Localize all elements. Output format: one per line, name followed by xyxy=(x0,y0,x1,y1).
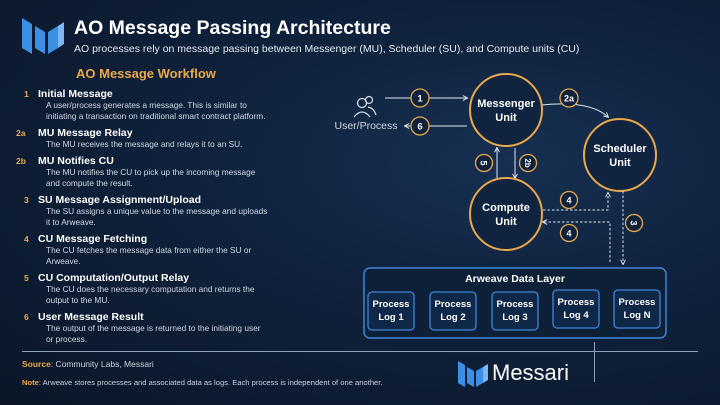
label-circle-6 xyxy=(410,116,430,136)
page-subtitle: AO processes rely on message passing bet… xyxy=(74,43,580,55)
step-desc-line: The output of the message is returned to… xyxy=(46,323,261,333)
arrow-label-2b: 2b xyxy=(523,158,532,167)
step-desc-line: Arweave. xyxy=(46,256,81,266)
arrow-su-to-cu-fetch xyxy=(543,193,608,211)
step-5: 5 CU Computation/Output Relay The CU doe… xyxy=(24,272,332,306)
label-circle-5 xyxy=(474,153,494,173)
source-note: Source: Community Labs, Messari xyxy=(22,359,154,369)
process-log-2: Process Log 2 xyxy=(429,291,477,331)
process-log-1: Process Log 1 xyxy=(367,291,415,331)
step-4: 4 CU Message Fetching The CU fetches the… xyxy=(24,233,332,267)
messenger-unit xyxy=(469,73,543,147)
arrow-label-3: 3 xyxy=(629,220,639,225)
note-text: : Arweave stores processes and associate… xyxy=(38,378,383,387)
step-6: 6 User Message Result The output of the … xyxy=(24,311,332,345)
step-title: CU Computation/Output Relay xyxy=(38,272,190,284)
log-label-1: Process xyxy=(373,299,410,310)
arrow-label-1: 1 xyxy=(417,94,423,105)
log-label-2: Log 4 xyxy=(563,310,589,321)
log-label-1: Process xyxy=(619,297,656,308)
label-circle-2a xyxy=(559,88,579,108)
step-desc-line: it to Arweave. xyxy=(46,217,96,227)
scheduler-label-2: Unit xyxy=(609,157,631,169)
step-desc-line: output to the MU. xyxy=(46,295,110,305)
log-label-1: Process xyxy=(435,299,472,310)
step-desc-line: The MU notifies the CU to pick up the in… xyxy=(46,167,256,177)
workflow-title: AO Message Workflow xyxy=(76,66,216,81)
note-label: Note xyxy=(22,378,39,387)
process-log-n: Process Log N xyxy=(613,289,661,329)
step-number: 2b xyxy=(16,156,26,166)
step-desc-line: A user/process generates a message. This… xyxy=(46,100,247,110)
arrow-label-6: 6 xyxy=(417,122,422,133)
step-2b: 2b MU Notifies CU The MU notifies the CU… xyxy=(16,155,332,189)
scheduler-unit xyxy=(583,118,657,192)
step-title: MU Message Relay xyxy=(38,127,133,139)
step-title: User Message Result xyxy=(38,311,144,323)
brand-name: Messari xyxy=(492,360,570,385)
step-number: 5 xyxy=(24,273,29,283)
process-log-4: Process Log 4 xyxy=(552,289,600,329)
workflow-steps: 1 Initial Message A user/process generat… xyxy=(16,88,332,350)
step-title: SU Message Assignment/Upload xyxy=(38,194,201,206)
log-label-1: Process xyxy=(558,297,595,308)
compute-label-1: Compute xyxy=(482,202,530,214)
label-circle-4-top xyxy=(559,190,579,210)
source-text: : Community Labs, Messari xyxy=(50,359,154,369)
footer-divider xyxy=(22,351,698,352)
footer-vertical-divider xyxy=(594,342,595,382)
user-process-label: User/Process xyxy=(334,120,397,132)
step-title: Initial Message xyxy=(38,88,113,100)
step-desc-line: initiating a transaction on traditional … xyxy=(46,111,266,121)
arrow-label-2a: 2a xyxy=(564,94,575,104)
step-number: 4 xyxy=(24,234,29,244)
scheduler-label-1: Scheduler xyxy=(593,143,647,155)
compute-label-2: Unit xyxy=(495,216,517,228)
step-desc-line: and compute the result. xyxy=(46,178,133,188)
messari-logo-icon xyxy=(22,18,64,54)
step-number: 1 xyxy=(24,89,29,99)
step-desc-line: The MU receives the message and relays i… xyxy=(46,139,243,149)
footnote: Note: Arweave stores processes and assoc… xyxy=(22,378,383,387)
arrow-label-4-bottom: 4 xyxy=(566,229,571,239)
step-number: 2a xyxy=(16,128,26,138)
arweave-title: Arweave Data Layer xyxy=(465,273,565,285)
step-title: CU Message Fetching xyxy=(38,233,148,245)
step-number: 3 xyxy=(24,195,29,205)
page-title: AO Message Passing Architecture xyxy=(74,17,391,39)
arrow-mu-to-su xyxy=(541,103,608,117)
step-3: 3 SU Message Assignment/Upload The SU as… xyxy=(24,194,332,228)
label-circle-3 xyxy=(624,213,644,233)
messenger-label-2: Unit xyxy=(495,112,517,124)
log-label-1: Process xyxy=(497,299,534,310)
log-label-2: Log 1 xyxy=(378,312,404,323)
step-desc-line: The CU fetches the message data from eit… xyxy=(46,245,252,255)
step-1: 1 Initial Message A user/process generat… xyxy=(24,88,332,122)
users-icon xyxy=(353,95,377,118)
source-label: Source xyxy=(22,359,51,369)
process-log-3: Process Log 3 xyxy=(491,291,539,331)
log-label-2: Log 2 xyxy=(440,312,465,323)
label-circle-4-bottom xyxy=(559,223,579,243)
arrow-label-5: 5 xyxy=(479,160,489,165)
label-circle-1 xyxy=(410,88,430,108)
messari-brand-icon xyxy=(458,361,488,387)
step-2a: 2a MU Message Relay The MU receives the … xyxy=(16,127,332,150)
step-desc-line: The CU does the necessary computation an… xyxy=(46,284,255,294)
arrow-label-4-top: 4 xyxy=(566,196,571,206)
log-label-2: Log N xyxy=(624,310,651,321)
step-title: MU Notifies CU xyxy=(38,155,114,167)
step-desc-line: or process. xyxy=(46,334,88,344)
label-circle-2b xyxy=(518,153,538,173)
step-desc-line: The SU assigns a unique value to the mes… xyxy=(46,206,268,216)
step-number: 6 xyxy=(24,312,29,322)
compute-unit xyxy=(469,177,543,251)
messenger-label-1: Messenger xyxy=(477,98,535,110)
log-label-2: Log 3 xyxy=(502,312,527,323)
